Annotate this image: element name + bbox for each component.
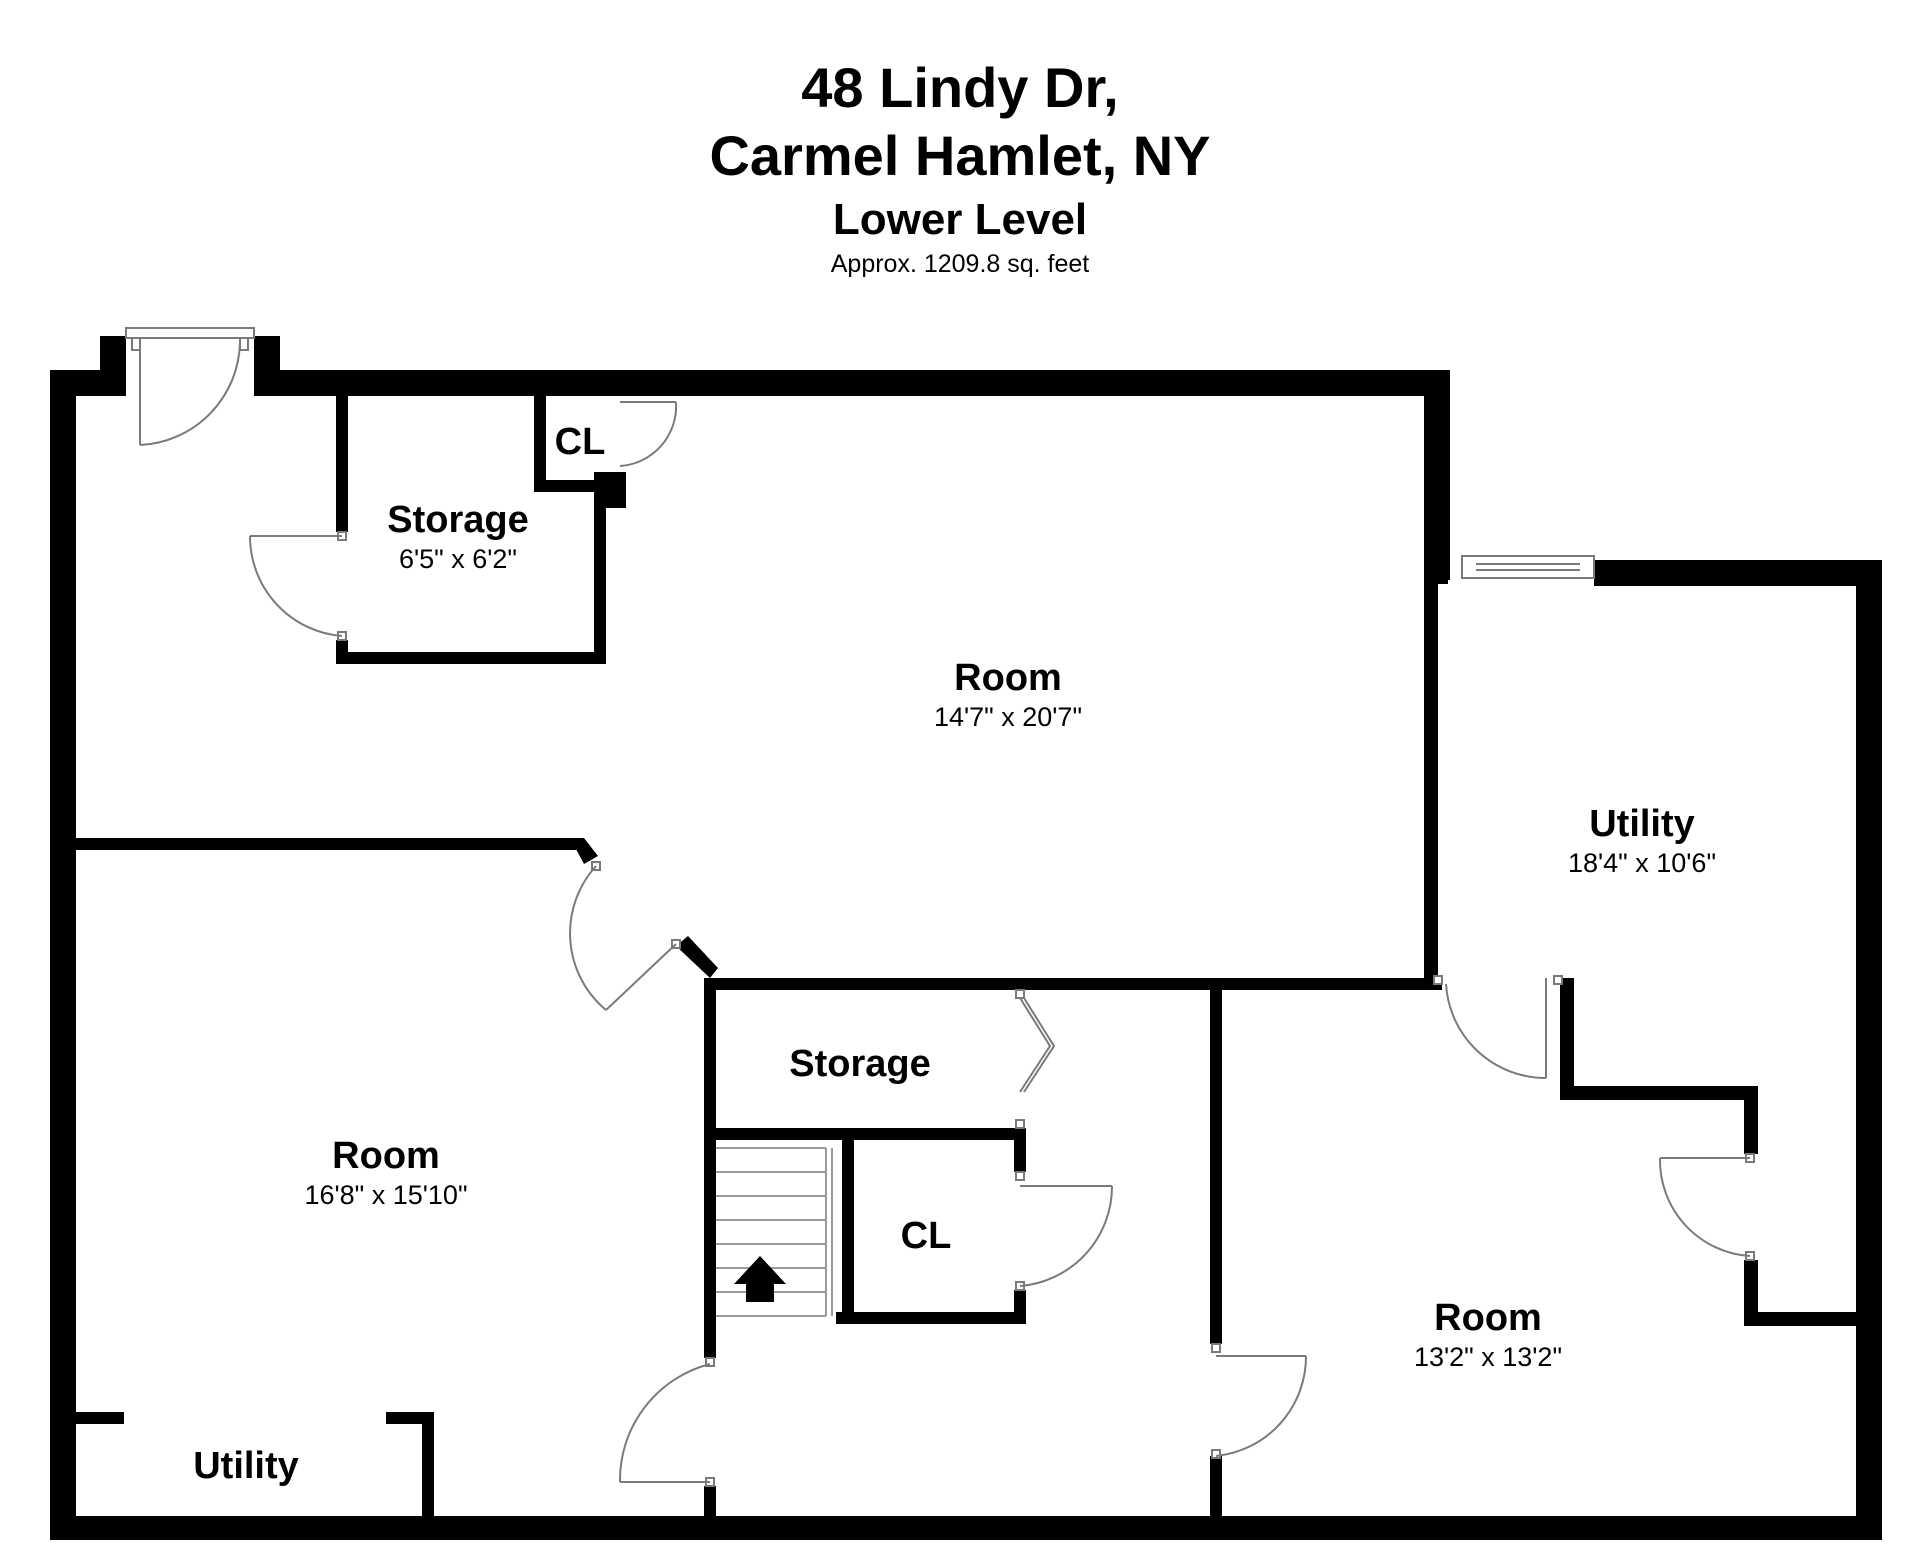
hall-wall-east [1210, 984, 1222, 1344]
storage-top-wall-east [594, 480, 606, 664]
hall-door-bottom [618, 1357, 715, 1487]
hall-wall-east-bottom [1210, 1456, 1222, 1526]
utility-door-inner [1658, 1153, 1755, 1261]
left-room-wall-north [76, 838, 576, 850]
entry-door [125, 327, 255, 446]
exterior-wall-south [50, 1516, 1882, 1540]
storage-top-name: Storage [387, 499, 528, 541]
exterior-wall-west [50, 370, 76, 1540]
room-labels: Storage 6'5" x 6'2" CL Room 14'7" x 20'7… [193, 421, 1716, 1487]
utility-right-dims: 18'4" x 10'6" [1568, 848, 1716, 878]
plan-level: Lower Level [832, 195, 1088, 244]
utility-right-wall-inner-step [1560, 1086, 1756, 1100]
exterior-wall-north-east [1594, 560, 1882, 586]
closet-mid-name: CL [901, 1215, 952, 1257]
utility-bottom-name: Utility [193, 1445, 299, 1487]
exterior-wall-step [1424, 370, 1450, 580]
room-right-dims: 13'2" x 13'2" [1414, 1342, 1562, 1372]
closet-mid-door [1015, 1119, 1114, 1291]
right-room-door [1211, 1343, 1308, 1459]
closet-top-door [619, 401, 678, 467]
exterior-walls [50, 336, 1882, 1540]
plan-address: 48 Lindy Dr, [801, 56, 1119, 119]
room-main-name: Room [954, 657, 1062, 699]
plan-area: Approx. 1209.8 sq. feet [830, 250, 1090, 278]
hall-wall-west [704, 978, 716, 1358]
exterior-wall-north [254, 370, 1450, 396]
left-room-wall-angle-bottom [676, 936, 718, 978]
doors [125, 327, 1755, 1487]
window-top-right [1461, 555, 1595, 579]
room-left-name: Room [332, 1135, 440, 1177]
closet-top-wall-south [534, 480, 606, 492]
storage-top-wall-south [336, 652, 606, 664]
up-arrow-icon [734, 1256, 786, 1302]
right-room-wall-north [1216, 978, 1442, 990]
room-left-dims: 16'8" x 15'10" [304, 1180, 467, 1210]
closet-mid-wall-south [836, 1312, 1026, 1324]
plan-city: Carmel Hamlet, NY [709, 124, 1211, 187]
storage-top-dims: 6'5" x 6'2" [399, 544, 517, 574]
storage-top-wall-west-upper [336, 396, 348, 532]
closet-top-name: CL [555, 421, 606, 463]
storage-mid-wall-south [716, 1128, 1026, 1140]
entry-notch-left [100, 336, 126, 396]
closet-mid-wall-east-upper [1014, 1128, 1026, 1172]
utility-bottom-wall-east [422, 1412, 434, 1522]
interior-walls [76, 396, 1866, 1526]
utility-right-wall-inner-vertical [1560, 978, 1574, 1098]
utility-right-wall-inner-bottom [1744, 1312, 1866, 1326]
closet-top-wall-west [534, 396, 546, 492]
utility-bottom-wall-left [76, 1412, 124, 1424]
storage-mid-bifold-door [1015, 989, 1056, 1093]
left-room-door [569, 861, 681, 1011]
closet-mid-wall-east-lower [1014, 1290, 1026, 1324]
closet-mid-wall-west [842, 1140, 854, 1324]
hall-wall-west-bottom [704, 1486, 716, 1526]
room-right-name: Room [1434, 1297, 1542, 1339]
exterior-wall-east [1856, 560, 1882, 1540]
utility-right-wall-inner-upper [1744, 1086, 1758, 1154]
utility-right-name: Utility [1589, 803, 1695, 845]
storage-top-door [248, 531, 347, 641]
main-room-wall-east [1424, 580, 1438, 990]
utility-right-wall-inner-lower [1744, 1260, 1758, 1326]
room-main-dims: 14'7" x 20'7" [934, 702, 1082, 732]
storage-mid-name: Storage [789, 1043, 930, 1085]
utility-door-top [1433, 975, 1563, 1080]
stairs [716, 1147, 833, 1317]
left-room-wall-angle-top [570, 838, 598, 864]
closet-top-pillar [594, 472, 626, 508]
